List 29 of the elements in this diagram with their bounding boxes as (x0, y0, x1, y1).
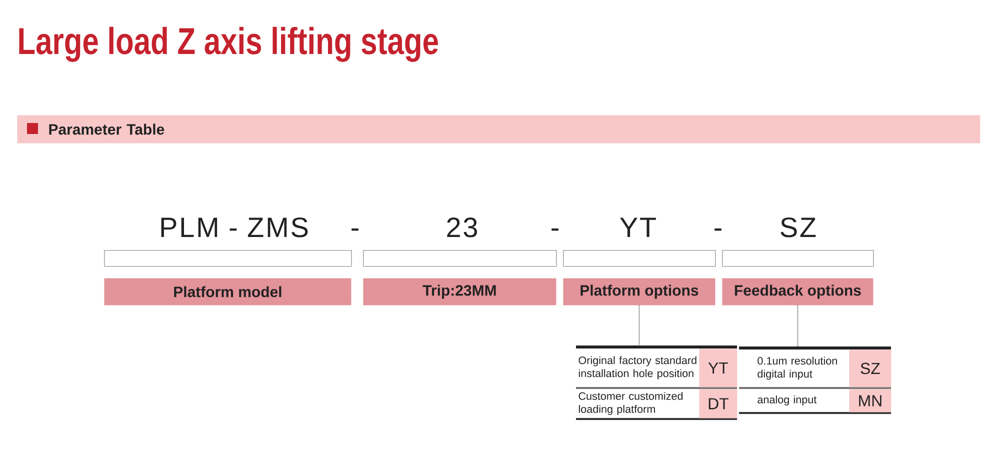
code-label: PLM - ZMS (161, 217, 308, 238)
section-header-bar: Parameter Table (17, 115, 980, 144)
separator-hyphen: - (352, 228, 358, 231)
option-description: Customer customized loading platform (578, 392, 683, 416)
category-box: Trip:23MM (363, 278, 556, 306)
code-label: 23 (447, 217, 477, 238)
code-cell: SZ (849, 350, 892, 388)
blank-field (722, 250, 874, 267)
title: Large load Z axis lifting stage (19, 26, 438, 62)
blank-field (363, 250, 557, 267)
category-box: Platform options (563, 278, 716, 306)
option-description: Original factory standard installation hole position (578, 356, 696, 380)
code-cell: YT (699, 348, 738, 388)
leader-line (638, 304, 640, 346)
option-table (739, 346, 892, 414)
separator-hyphen: - (714, 228, 722, 231)
option-description: analog input (758, 395, 817, 406)
code-cell: MN (849, 389, 892, 412)
option-description: 0.1um resolution digital input (758, 356, 837, 380)
blank-field (563, 250, 716, 267)
option-table (576, 346, 738, 420)
category-box: Feedback options (722, 278, 874, 306)
separator-hyphen: - (552, 228, 558, 231)
code-label: SZ (780, 217, 816, 238)
code-label: YT (620, 218, 656, 237)
blank-field (104, 250, 352, 267)
category-box: Platform model (104, 278, 352, 306)
leader-line (797, 304, 798, 347)
code-cell: DT (699, 389, 738, 418)
